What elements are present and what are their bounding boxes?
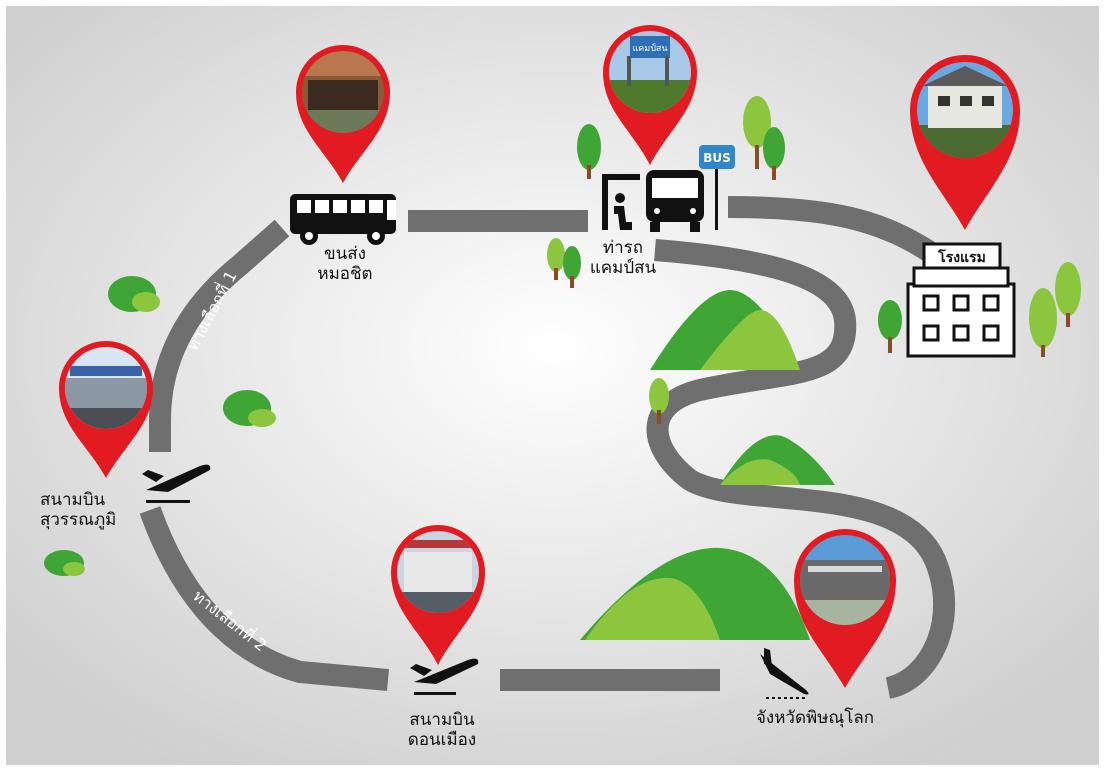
pin-hotel	[910, 55, 1020, 230]
label-phitsanulok: จังหวัดพิษณุโลก	[745, 708, 885, 728]
pin-mochit	[296, 45, 390, 183]
pin-suvarnabhumi	[59, 341, 153, 478]
hill-bottom-light	[585, 577, 720, 640]
label-suvarnabhumi-line1: สนามบิน	[40, 490, 106, 510]
hill-mid-light	[720, 459, 800, 485]
tree-icon	[878, 300, 902, 353]
tree-icon	[1055, 262, 1081, 327]
bus-icon	[290, 194, 396, 245]
road-winding	[646, 239, 955, 699]
bush-2b	[248, 409, 276, 427]
hotel-sign-text: โรงแรม	[937, 248, 986, 266]
label-mochit: ขนส่ง หมอชิต	[300, 244, 390, 284]
road-option2	[139, 506, 389, 691]
label-mochit-line2: หมอชิต	[317, 264, 373, 284]
label-donmueang: สนามบิน ดอนเมือง	[392, 710, 492, 750]
label-donmueang-line2: ดอนเมือง	[407, 730, 477, 750]
tree-icon	[577, 124, 601, 179]
label-phitsanulok-line1: จังหวัดพิษณุโลก	[755, 708, 875, 728]
plane-landing-icon-phitsanulok	[760, 648, 809, 699]
road-network	[139, 196, 955, 699]
tree-icon	[1029, 288, 1057, 357]
label-suvarnabhumi: สนามบิน สุวรรณภูมิ	[40, 490, 150, 530]
pin-donmueang	[391, 525, 485, 665]
pin-photo-sign-text: แคมป์สน	[632, 42, 667, 54]
pin-campson: แคมป์สน	[603, 25, 697, 165]
hill-top-light	[700, 310, 800, 370]
plane-takeoff-icon-donmueang	[410, 658, 479, 695]
bush-1b	[132, 292, 160, 312]
tree-icon	[563, 246, 581, 288]
label-campson-line1: ท่ารถ	[602, 238, 644, 258]
pin-photo-mochit	[302, 51, 384, 133]
tree-icon	[763, 127, 785, 180]
hills	[44, 276, 835, 640]
label-campson: ท่ารถ แคมป์สน	[578, 238, 668, 278]
bush-3b	[63, 562, 85, 576]
road-campson-hotel	[727, 196, 936, 262]
trees	[547, 96, 1081, 424]
pin-photo-phitsanulok	[800, 535, 890, 625]
road-option1	[149, 219, 290, 452]
label-campson-line2: แคมป์สน	[589, 258, 657, 278]
tree-icon	[547, 238, 565, 280]
label-suvarnabhumi-line2: สุวรรณภูมิ	[40, 510, 117, 530]
plane-takeoff-icon-suvarnabhumi	[142, 464, 211, 503]
label-donmueang-line1: สนามบิน	[409, 710, 475, 730]
pin-photo-hotel	[917, 62, 1013, 158]
label-mochit-line1: ขนส่ง	[324, 244, 366, 264]
pin-phitsanulok	[794, 529, 896, 688]
bus-sign	[699, 145, 735, 169]
tree-icon	[743, 96, 771, 169]
bus-sign-text: BUS	[703, 151, 731, 165]
tree-icon	[649, 378, 669, 424]
hotel-building-icon: โรงแรม	[906, 242, 1016, 358]
bus-stop-icon: BUS	[602, 145, 735, 232]
